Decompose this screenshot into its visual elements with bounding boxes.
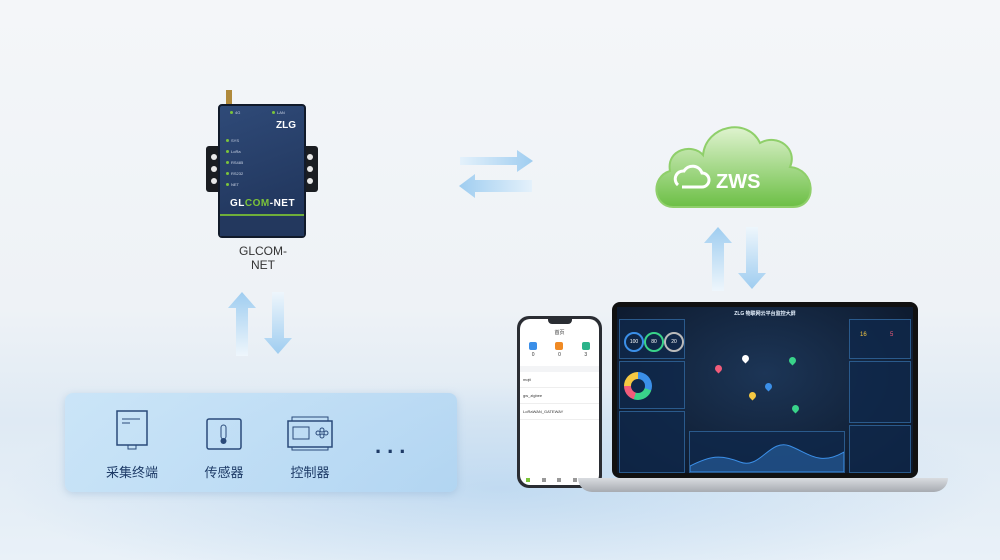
phone-screen: 首页 0 0 3 mqtt gw_zigbee LoRaWAN_GATEWAY	[520, 319, 599, 485]
brand-logo: ZLG	[276, 120, 296, 131]
arrow-up-icon	[228, 292, 256, 356]
arrow-up-icon	[704, 227, 732, 291]
tab-icon[interactable]	[573, 478, 578, 482]
map-pin[interactable]	[787, 355, 798, 366]
controller-icon	[287, 416, 333, 451]
arrow-left-icon	[459, 174, 532, 198]
data-panel	[849, 425, 911, 473]
gauge: 80	[644, 332, 664, 352]
thermometer-icon	[206, 418, 242, 450]
field-devices-panel: 采集终端 传感器 控制器 ...	[65, 393, 457, 492]
donut-panel	[619, 361, 685, 409]
more-devices-ellipsis: ...	[375, 433, 412, 458]
device-item: 控制器	[265, 409, 355, 481]
smartphone: 首页 0 0 3 mqtt gw_zigbee LoRaWAN_GATEWAY	[517, 316, 602, 488]
device-label: 采集终端	[105, 465, 158, 480]
tab-icon[interactable]	[557, 478, 562, 482]
zws-cloud: ZWS	[655, 126, 812, 208]
list-item[interactable]: mqtt	[520, 372, 599, 388]
arrow-right-icon	[460, 150, 533, 172]
device-list-panel	[619, 411, 685, 473]
donut-chart	[624, 372, 652, 400]
svg-text:ZWS: ZWS	[716, 171, 760, 193]
laptop: ZLG 物联网云平台监控大屏 100 80 20 16 5	[612, 302, 918, 478]
gauge: 20	[664, 332, 684, 352]
map-pin[interactable]	[763, 381, 774, 392]
list-item[interactable]: LoRaWAN_GATEWAY	[520, 404, 599, 420]
led-label: RS485	[226, 160, 243, 165]
model-logo: GLCOM-NET	[230, 198, 296, 209]
stat-icon	[581, 342, 590, 350]
led-label: LoRa	[226, 149, 241, 154]
device-item: 采集终端	[87, 409, 177, 481]
terminal-block	[220, 214, 304, 236]
device-label: 传感器	[204, 465, 244, 480]
stat-item[interactable]: 0	[555, 342, 564, 358]
bidirectional-arrow-horizontal	[459, 150, 533, 198]
led-label: SYS	[226, 138, 239, 143]
led-label: RS232	[226, 171, 243, 176]
bidirectional-arrow-vertical-right	[704, 227, 766, 291]
stat-icon	[555, 342, 564, 350]
map-pin[interactable]	[790, 403, 801, 414]
device-label: 控制器	[290, 465, 330, 480]
bidirectional-arrow-vertical-left	[228, 292, 292, 356]
list-item[interactable]: gw_zigbee	[520, 388, 599, 404]
alarm-panel: 16 5	[849, 319, 911, 359]
led-label: NET	[226, 182, 239, 187]
port-label: 4G	[230, 110, 240, 115]
trend-chart-panel	[689, 431, 845, 473]
tab-home-icon[interactable]	[525, 478, 530, 482]
arrow-down-icon	[264, 292, 292, 354]
dashboard-title: ZLG 物联网云平台监控大屏	[734, 311, 796, 317]
device-item: 传感器	[179, 409, 269, 481]
tab-icon[interactable]	[541, 478, 546, 482]
trend-wave	[689, 444, 845, 473]
dashboard-screen: ZLG 物联网云平台监控大屏 100 80 20 16 5	[617, 307, 913, 473]
gauge: 100	[624, 332, 644, 352]
stat-item[interactable]: 0	[529, 342, 538, 358]
stat-icon	[529, 342, 538, 350]
terminal-icon	[116, 410, 148, 450]
gateway-device: 4G LAN ZLG SYS LoRa RS485 RS232 NET GLCO…	[218, 104, 306, 238]
phone-notch	[548, 319, 572, 324]
gauges-panel: 100 80 20	[619, 319, 685, 359]
phone-title: 首页	[554, 330, 565, 336]
antenna	[226, 90, 232, 106]
map-pin[interactable]	[747, 390, 758, 401]
laptop-base	[578, 478, 948, 492]
map-pin[interactable]	[740, 353, 751, 364]
cloud-logo-icon	[673, 164, 711, 189]
mount-ear-right	[302, 146, 318, 192]
port-label: LAN	[272, 110, 285, 115]
gateway-label: GLCOM-NET	[239, 244, 287, 272]
arrow-down-icon	[738, 227, 766, 289]
alarm-list-panel	[849, 361, 911, 423]
stat-item[interactable]: 3	[581, 342, 590, 358]
map-pin[interactable]	[713, 363, 724, 374]
